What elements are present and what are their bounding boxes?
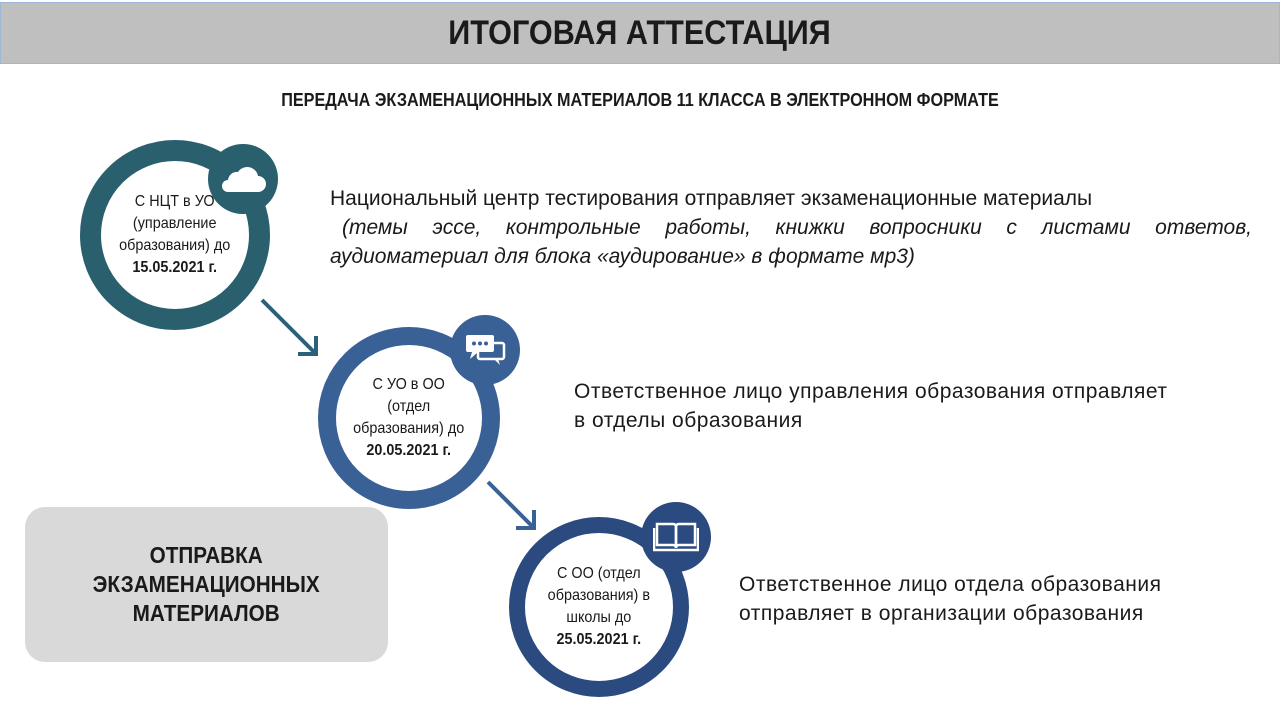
step-2-desc-line1: Ответственное лицо управления образовани… xyxy=(574,380,1168,403)
step-3-desc-line2: отправляет в организации образования xyxy=(739,602,1144,625)
step-1-description: Национальный центр тестирования отправля… xyxy=(330,184,1252,271)
chat-badge xyxy=(450,315,520,385)
cloud-icon xyxy=(222,167,266,192)
step-2-desc-line2: в отделы образования xyxy=(574,409,803,432)
arrow-1 xyxy=(260,298,318,356)
chat-icon xyxy=(466,335,506,365)
title-bar: ИТОГОВАЯ АТТЕСТАЦИЯ xyxy=(0,2,1280,64)
step-3-line3: школы до xyxy=(566,609,632,626)
step-1-line3: образования) до xyxy=(119,237,231,254)
step-1-line1: С НЦТ в УО xyxy=(135,193,215,210)
step-3-desc-line1: Ответственное лицо отдела образования xyxy=(739,573,1162,596)
step-1-line2: (управление xyxy=(133,215,217,232)
arrow-1-head xyxy=(298,336,318,356)
step-3-description: Ответственное лицо отдела образования от… xyxy=(739,570,1161,628)
step-1-date: 15.05.2021 г. xyxy=(132,259,218,276)
step-3-line2: образования) в xyxy=(547,587,651,604)
step-1-desc-italic: (темы эссе, контрольные работы, книжки в… xyxy=(330,216,1252,268)
arrow-2-head xyxy=(516,510,536,530)
book-badge xyxy=(641,502,711,572)
subtitle: ПЕРЕДАЧА ЭКЗАМЕНАЦИОННЫХ МАТЕРИАЛОВ 11 К… xyxy=(281,90,999,110)
section-label-line3: МАТЕРИАЛОВ xyxy=(132,600,281,626)
cloud-badge xyxy=(208,144,278,214)
step-2-description: Ответственное лицо управления образовани… xyxy=(574,377,1168,435)
step-2-date: 20.05.2021 г. xyxy=(366,442,452,459)
arrow-2 xyxy=(486,480,536,530)
section-label-box: ОТПРАВКА ЭКЗАМЕНАЦИОННЫХ МАТЕРИАЛОВ xyxy=(25,507,388,662)
step-2-line1: С УО в ОО xyxy=(372,376,446,393)
step-2-line2: (отдел xyxy=(387,398,431,415)
step-1-desc-main: Национальный центр тестирования отправля… xyxy=(330,187,1093,210)
step-3-line1: С ОО (отдел xyxy=(557,565,641,582)
book-icon xyxy=(653,522,699,552)
step-2-line3: образования) до xyxy=(353,420,465,437)
page-title: ИТОГОВАЯ АТТЕСТАЦИЯ xyxy=(448,13,832,52)
step-3-date: 25.05.2021 г. xyxy=(556,631,642,648)
section-label-line1: ОТПРАВКА xyxy=(149,542,264,568)
section-label-line2: ЭКЗАМЕНАЦИОННЫХ xyxy=(92,571,321,597)
